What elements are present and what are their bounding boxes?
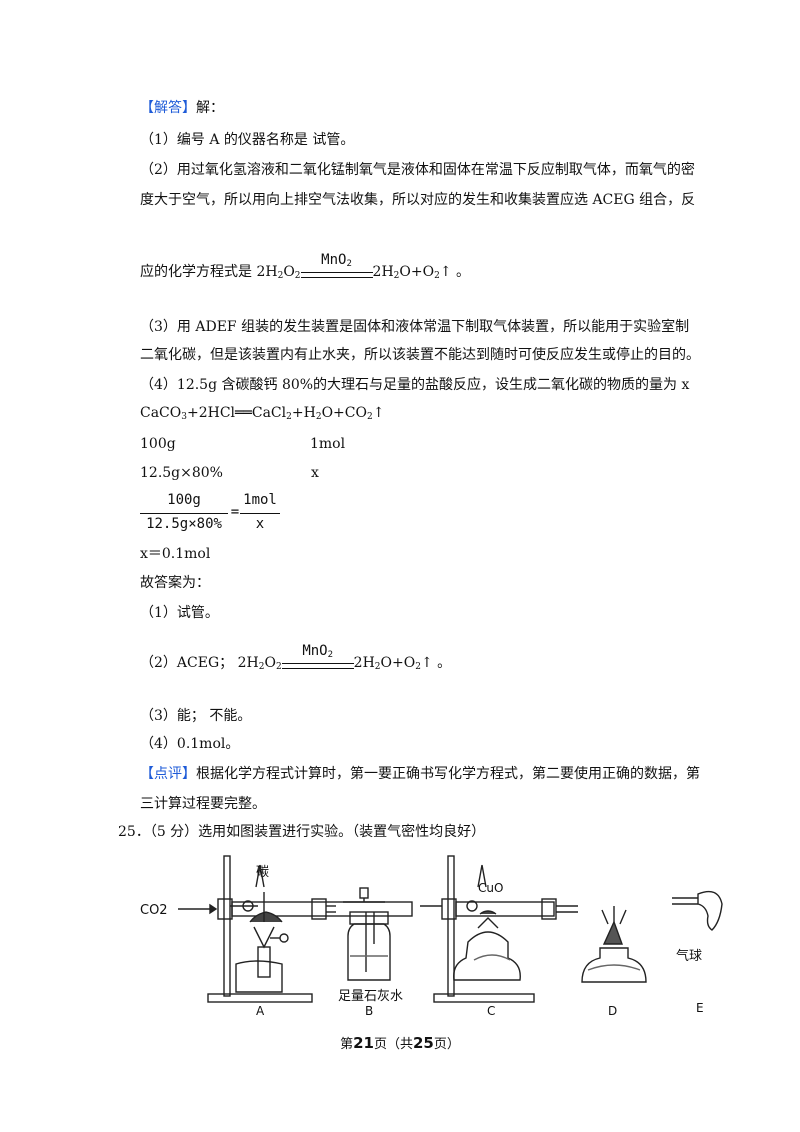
final-catalyst-label: MnO2 [302,643,334,660]
limewater-label: 足量石灰水 [338,989,403,1004]
equation-lhs: 2H2O2 [256,264,301,281]
equation-rhs: 2H2O+O2↑ 。 [372,264,470,281]
x-result: x＝0.1mol [140,546,211,562]
reaction-equation: CaCO3+2HCl══CaCl2+H2O+CO2↑ [140,405,385,422]
apparatus-b [343,887,391,981]
conclusion-line: 故答案为： [140,575,210,591]
answer-tag: 【解答】 [140,100,196,116]
footer-mid: 页（共 [373,1037,413,1052]
cuo-label: CuO [478,881,503,895]
label-d: D [608,1004,617,1018]
label-e: E [696,1001,704,1015]
final-answer-4: （4）0.1mol。 [140,736,240,752]
label-a: A [256,1004,265,1018]
frac-num-right: 1mol [243,492,277,508]
final-catalyst-condition: MnO2 [281,643,354,673]
ratio-left-1: 100g [140,436,176,452]
footer-prefix: 第 [340,1037,354,1052]
equation-prefix: 应的化学方程式是 [140,264,257,280]
balloon-label: 气球 [676,948,702,964]
final-equation-rhs: 2H2O+O2↑ 。 [353,655,452,672]
q2-line-1: （2）用过氧化氢溶液和二氧化锰制氧气是液体和固体在常温下反应制取气体，而氧气的密 [140,162,695,178]
q2-line-2: 度大于空气，所以用向上排空气法收集，所以对应的发生和收集装置应选 ACEG 组合… [140,192,696,208]
page-footer: 第21页（共25页） [0,1033,800,1052]
co2-label: CO2 [140,903,168,918]
catalyst-condition: MnO2 [300,252,373,282]
frac-den-right: x [255,516,265,532]
apparatus-e [672,890,723,931]
q2-equation-line: 应的化学方程式是 2H2O2 MnO2 2H2O+O2↑ 。 [140,252,470,282]
label-c: C [487,1004,495,1018]
final-answer-3: （3）能； 不能。 [140,708,252,724]
label-b: B [365,1004,373,1018]
apparatus-c [420,855,578,1003]
q1-answer-line: （1）编号 A 的仪器名称是 试管。 [140,132,355,148]
ratio-right-2: x [311,465,319,481]
q3-line-1: （3）用 ADEF 组装的发生装置是固体和液体常温下制取气体装置，所以能用于实验… [140,319,690,335]
answer-intro: 解： [196,100,224,116]
final-answer-2-prefix: （2）ACEG； [140,655,238,671]
footer-suffix: 页） [433,1037,460,1052]
frac-den-left: 12.5g×80% [146,516,222,532]
comment-line-2: 三计算过程要完整。 [140,796,266,812]
final-answer-1: （1）试管。 [140,605,219,621]
final-equation-lhs: 2H2O2 [237,655,282,672]
frac-num-left: 100g [167,492,201,508]
footer-total-pages: 25 [413,1034,434,1052]
answer-header: 【解答】解： [140,98,224,118]
carbon-label: 碳 [256,865,269,880]
q3-line-2: 二氧化碳，但是该装置内有止水夹，所以该装置不能达到随时可使反应发生或停止的目的。 [140,347,700,363]
ratio-left-2: 12.5g×80% [140,465,223,481]
apparatus-a [178,855,413,1003]
apparatus-d [581,906,647,983]
comment-tag: 【点评】 [140,766,196,782]
footer-page-number: 21 [353,1034,374,1052]
comment-line-1: 【点评】根据化学方程式计算时，第一要正确书写化学方程式，第二要使用正确的数据，第 [140,764,700,784]
question-25: 25．（5 分）选用如图装置进行实验。（装置气密性均良好） [118,824,486,840]
comment-text-1: 根据化学方程式计算时，第一要正确书写化学方程式，第二要使用正确的数据，第 [196,766,700,782]
q4-line-1: （4）12.5g 含碳酸钙 80%的大理石与足量的盐酸反应，设生成二氧化碳的物质… [140,377,690,393]
frac-equals: = [230,504,240,520]
ratio-right-1: 1mol [310,436,346,452]
catalyst-label: MnO2 [321,252,352,269]
final-answer-2: （2）ACEG； 2H2O2 MnO2 2H2O+O2↑ 。 [140,643,452,673]
apparatus-figure: CO2 碳 CuO 足量石灰水 气球 A B C D E [140,855,723,1018]
